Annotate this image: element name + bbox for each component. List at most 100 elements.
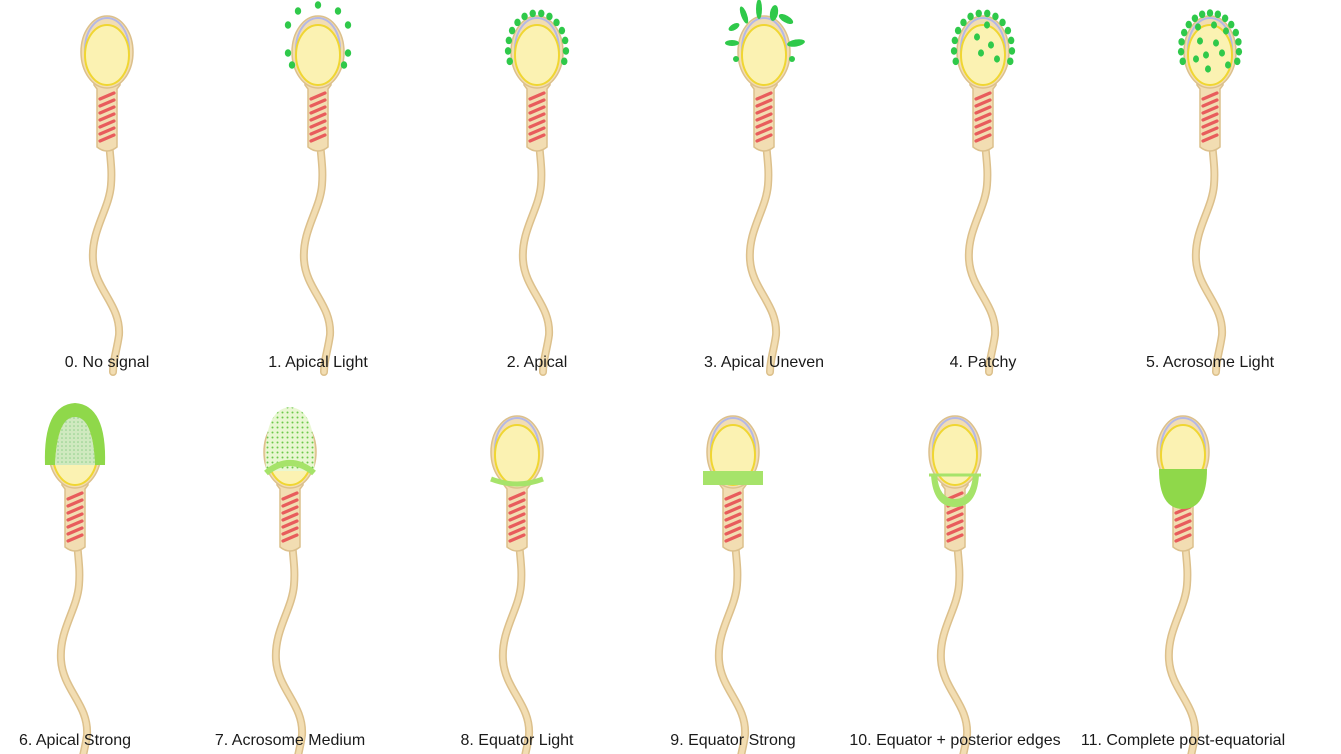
signal-spot (1186, 21, 1192, 29)
signal-spot (1192, 14, 1198, 22)
signal-spot (1223, 27, 1229, 34)
signal-spot (960, 19, 966, 27)
signal-spot (984, 10, 990, 18)
signal-spot (789, 56, 795, 62)
signal-spot (521, 13, 527, 21)
sperm-panel-2 (505, 10, 569, 372)
signal-spot (727, 21, 740, 32)
signal-spot (1215, 11, 1221, 19)
signal-spot (1233, 29, 1239, 37)
sperm-panel-3 (725, 0, 805, 372)
signal-spot (553, 19, 559, 27)
sperm-panel-8 (491, 416, 543, 754)
signal-spot (1195, 23, 1201, 30)
signal-spot (507, 58, 513, 66)
signal-spot (955, 27, 961, 35)
signal-spot (1234, 58, 1240, 66)
signal-spot (562, 37, 568, 45)
panel-label-8: 8. Equator Light (461, 732, 574, 750)
signal-spot (509, 27, 515, 35)
panel-label-1: 1. Apical Light (268, 354, 368, 372)
sperm-panel-5 (1178, 9, 1242, 372)
panel-label-6: 6. Apical Strong (19, 732, 131, 750)
sperm-panel-4 (951, 10, 1015, 372)
signal-band (703, 471, 763, 485)
signal-spot (725, 40, 739, 46)
signal-spot (1181, 29, 1187, 37)
signal-spot (1008, 37, 1014, 45)
signal-spot (1219, 49, 1225, 56)
sperm-panel-11 (1157, 416, 1209, 754)
signal-spot (1193, 55, 1199, 62)
signal-spot (967, 13, 973, 21)
signal-spot (315, 1, 321, 9)
signal-spot (992, 13, 998, 21)
signal-spot (295, 7, 301, 15)
signal-spot (506, 37, 512, 45)
signal-spot (345, 21, 351, 29)
signal-spot (1213, 39, 1219, 46)
signal-spot (285, 21, 291, 29)
panel-label-0: 0. No signal (65, 354, 150, 372)
signal-spot (1236, 48, 1242, 56)
signal-spot (1228, 21, 1234, 29)
signal-spot (561, 58, 567, 66)
signal-spot (1207, 9, 1213, 17)
panel-label-5: 5. Acrosome Light (1146, 354, 1274, 372)
signal-spot (538, 10, 544, 18)
panel-label-4: 4. Patchy (950, 354, 1017, 372)
signal-spot (994, 55, 1000, 62)
signal-spot (335, 7, 341, 15)
signal-spot (738, 6, 750, 25)
signal-spot (1225, 61, 1231, 68)
signal-spot (951, 47, 957, 55)
signal-spot (1005, 27, 1011, 35)
signal-spot (976, 10, 982, 18)
sperm-head (296, 25, 340, 85)
signal-spot (1203, 51, 1209, 58)
sperm-panel-1 (285, 1, 351, 372)
sperm-head (85, 25, 129, 85)
signal-spot (1009, 47, 1015, 55)
signal-spot (1205, 65, 1211, 72)
signal-spot (559, 27, 565, 35)
signal-spot (984, 21, 990, 28)
signal-spot (514, 19, 520, 27)
signal-spot (505, 47, 511, 55)
signal-fill (1159, 469, 1207, 509)
signal-spot (1007, 58, 1013, 66)
sperm-panel-10 (929, 416, 981, 754)
signal-spot (1180, 58, 1186, 66)
signal-spot (546, 13, 552, 21)
sperm-head (742, 25, 786, 85)
signal-spot (978, 49, 984, 56)
signal-spot (341, 61, 347, 69)
sperm-panel-9 (703, 416, 763, 754)
signal-spot (952, 37, 958, 45)
panel-label-2: 2. Apical (507, 354, 567, 372)
signal-spot (345, 49, 351, 57)
signal-spot (530, 10, 536, 18)
signal-spot (1197, 37, 1203, 44)
sperm-panel-6 (45, 403, 105, 754)
panel-label-7: 7. Acrosome Medium (215, 732, 365, 750)
signal-spot (285, 49, 291, 57)
sperm-head (495, 425, 539, 485)
signal-spot (563, 47, 569, 55)
signal-spot (1211, 21, 1217, 28)
signal-spot (1222, 14, 1228, 22)
panel-label-10: 10. Equator + posterior edges (849, 732, 1060, 750)
signal-spot (289, 61, 295, 69)
signal-spot (1178, 48, 1184, 56)
panel-label-3: 3. Apical Uneven (704, 354, 824, 372)
panel-label-11: 11. Complete post-equatorial (1081, 732, 1285, 750)
signal-spot (953, 58, 959, 66)
signal-spot (1178, 38, 1184, 46)
signal-spot (999, 19, 1005, 27)
sperm-head (515, 25, 559, 85)
signal-spot (988, 41, 994, 48)
sperm-panel-0 (81, 16, 133, 372)
sperm-panel-7 (264, 407, 316, 754)
signal-spot (733, 56, 739, 62)
